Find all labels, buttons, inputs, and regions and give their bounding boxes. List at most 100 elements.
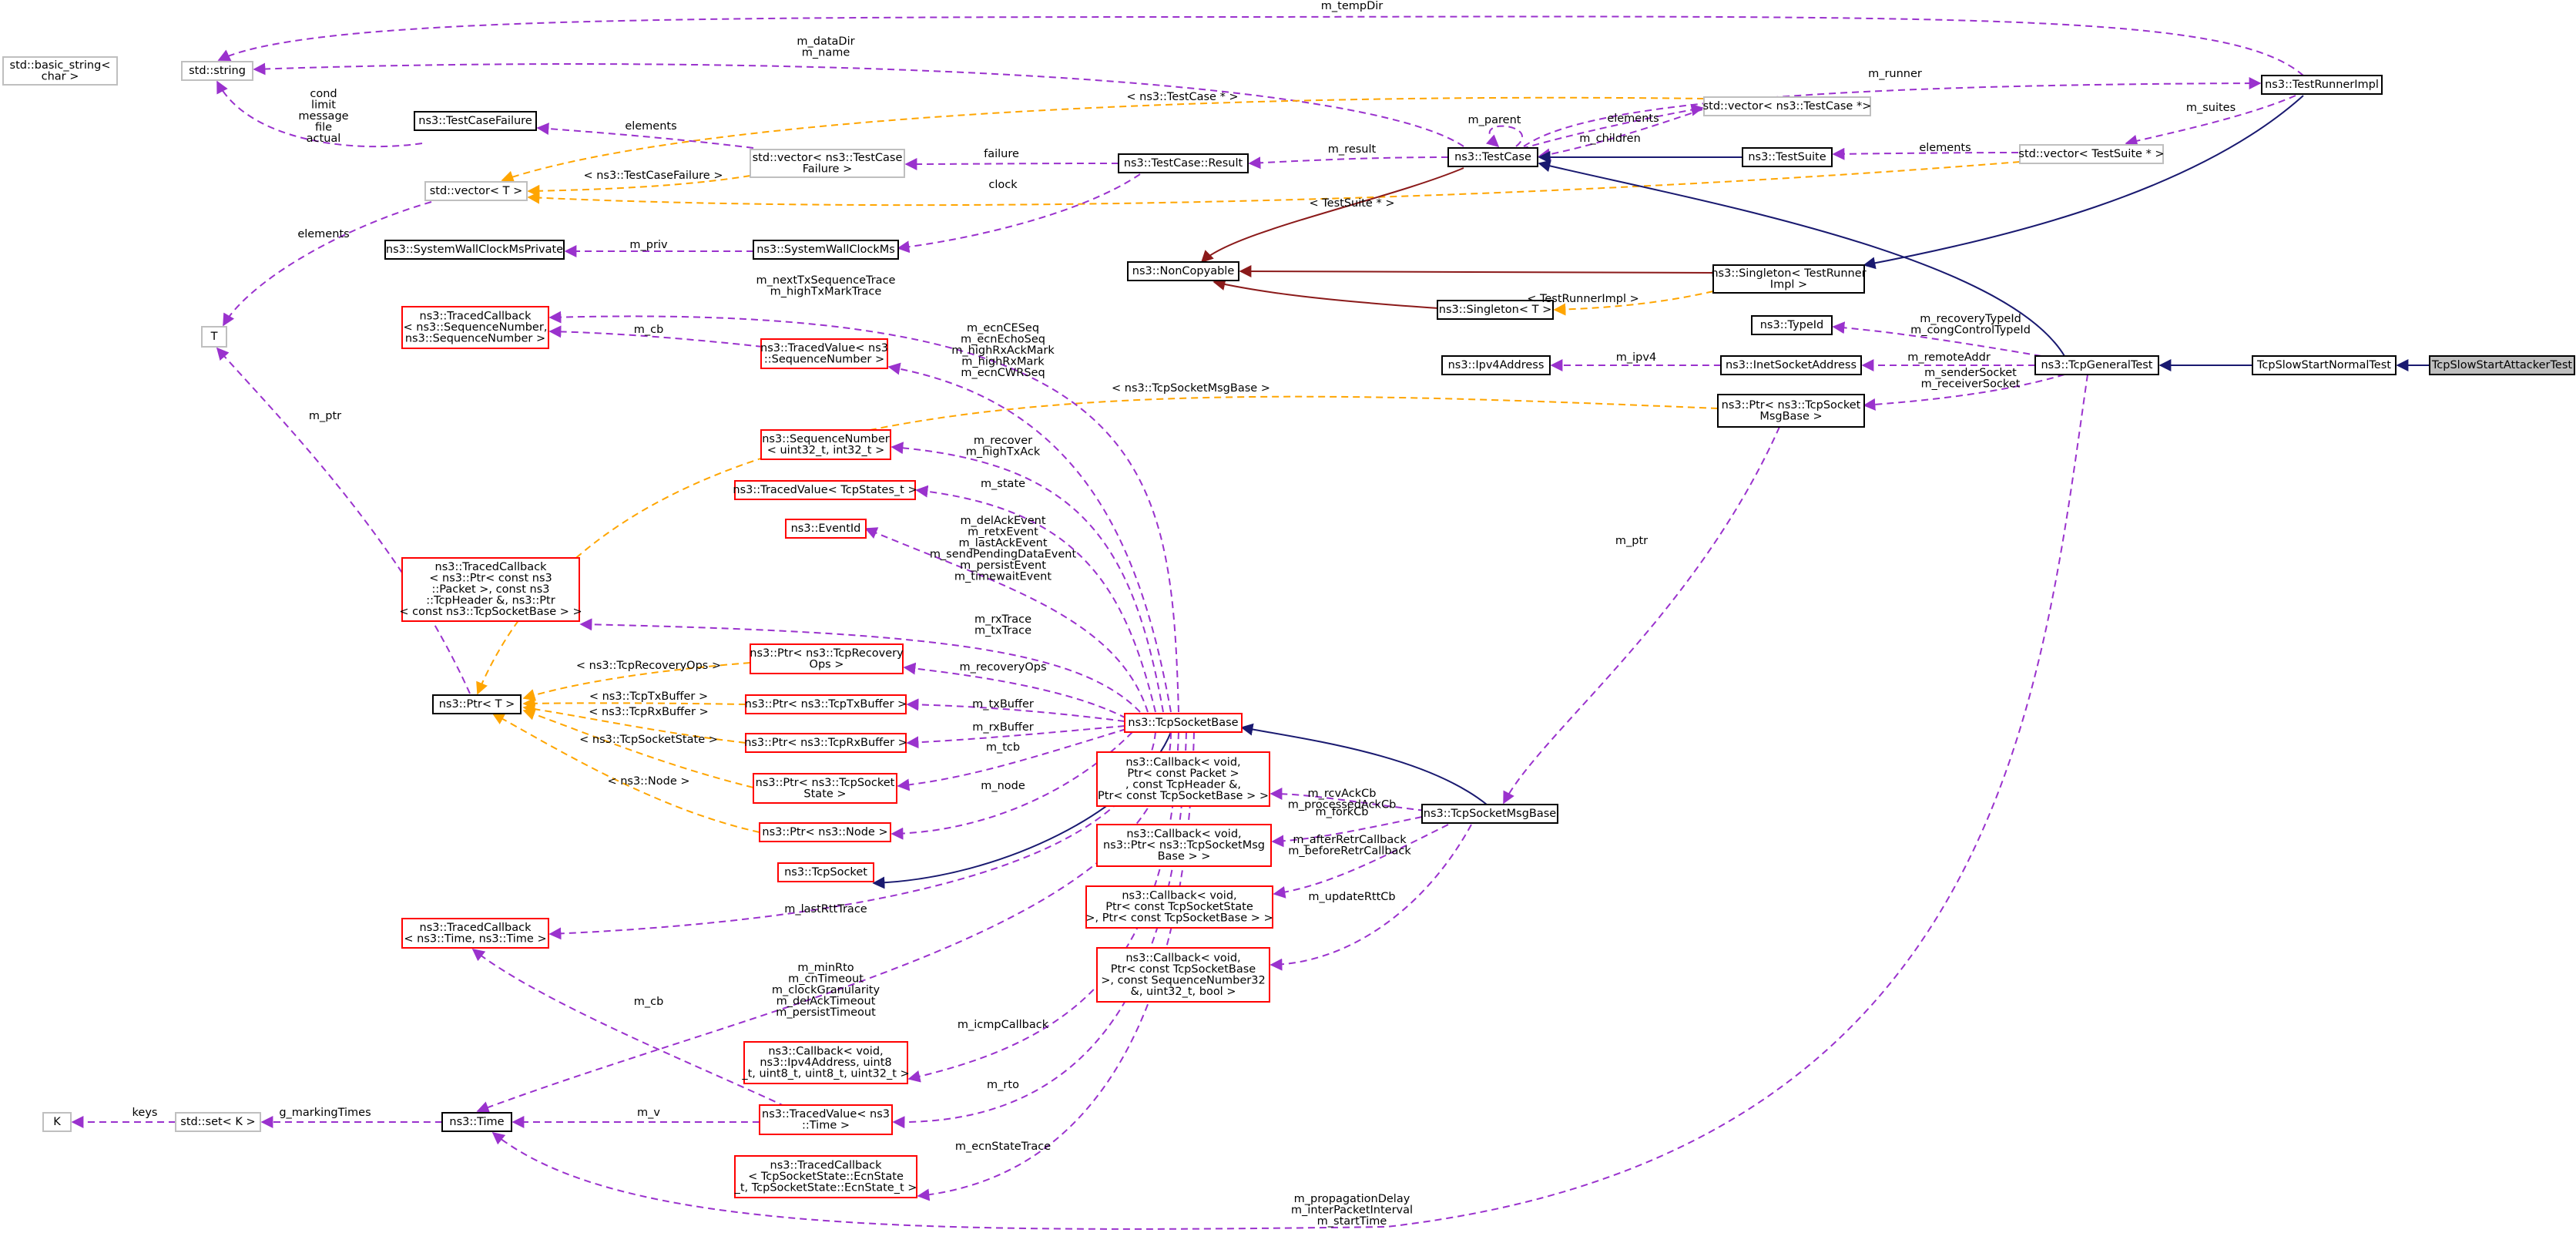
edge-label-line: m_result (1328, 143, 1377, 156)
node-ptr-txbuffer[interactable]: ns3::Ptr< ns3::TcpTxBuffer > (745, 694, 907, 714)
node-ptr-t[interactable]: ns3::Ptr< T > (432, 694, 522, 714)
node-vector-t[interactable]: std::vector< T > (424, 181, 528, 201)
edge-label-line: elements (625, 120, 676, 133)
edge-label-line: m_timewaitEvent (954, 571, 1052, 583)
node-ptr-node[interactable]: ns3::Ptr< ns3::Node > (759, 822, 891, 842)
node-traced-cb-ecn[interactable]: ns3::TracedCallback< TcpSocketState::Ecn… (734, 1155, 917, 1198)
node-label: ::SequenceNumber > (764, 353, 884, 365)
node-ptr-recovery[interactable]: ns3::Ptr< ns3::TcpRecoveryOps > (750, 643, 904, 674)
edge-label-line: m_nextTxSequenceTrace (756, 274, 896, 287)
edge-label-remote-addr: m_remoteAddr (1907, 351, 1991, 364)
edge-vector-t-elements (223, 201, 432, 327)
node-label: _t, uint8_t, uint8_t, uint32_t > (741, 1068, 909, 1080)
node-std-string[interactable]: std::string (181, 61, 253, 81)
edge-label-line: m_suites (2186, 102, 2236, 114)
edge-recovery-ops (903, 662, 1127, 719)
edge-result (1248, 156, 1449, 170)
node-typeid[interactable]: ns3::TypeId (1751, 315, 1833, 335)
node-swc-private[interactable]: ns3::SystemWallClockMsPrivate (384, 240, 565, 260)
edge-label-line: m_cnTimeout (788, 973, 864, 986)
node-vector-ts[interactable]: std::vector< TestSuite * > (2018, 144, 2165, 164)
node-cb-state[interactable]: ns3::Callback< void, Ptr< const TcpSocke… (1085, 885, 1273, 929)
edge-label-marking: g_markingTimes (279, 1107, 371, 1119)
edge-label-line: m_processedAckCb (1288, 799, 1397, 811)
node-basic-string[interactable]: std::basic_string<char > (2, 56, 118, 86)
edge-label-rxbuffer: m_rxBuffer (972, 721, 1034, 734)
node-test-case-failure[interactable]: ns3::TestCaseFailure (414, 111, 537, 131)
edge-label-line: m_sendPendingDataEvent (930, 549, 1077, 561)
node-normal-test[interactable]: TcpSlowStartNormalTest (2252, 355, 2397, 375)
node-label: ns3::TestCaseFailure (418, 115, 532, 127)
node-label: ns3::TcpSocketBase (1128, 717, 1238, 729)
edge-label-rto: m_rto (987, 1079, 1019, 1091)
edge-label-prop-delay: m_propagationDelaym_interPacketIntervalm… (1291, 1193, 1413, 1228)
edge-label-rxbuffer-tmpl: < ns3::TcpRxBuffer > (589, 706, 709, 718)
node-traced-val-states[interactable]: ns3::TracedValue< TcpStates_t > (733, 480, 917, 500)
edge-label-line: m_highTxMarkTrace (770, 286, 882, 298)
edge-rxbuffer (906, 725, 1125, 749)
node-ptr-state[interactable]: ns3::Ptr< ns3::TcpSocketState > (753, 773, 897, 804)
node-k[interactable]: K (42, 1112, 72, 1132)
edge-label-result: m_result (1328, 143, 1377, 156)
node-label: ns3::Callback< void, (1122, 890, 1236, 902)
edge-children (1538, 109, 1703, 161)
edge-label-line: m_rcvAckCb (1308, 788, 1377, 800)
node-singleton-runner[interactable]: ns3::Singleton< TestRunnerImpl > (1711, 264, 1867, 294)
edge-label-line: m_afterRetrCallback (1293, 834, 1407, 846)
edge-label-line: < ns3::TcpRxBuffer > (589, 706, 709, 718)
edge-testsuite-ptr (527, 161, 2021, 207)
node-singleton-t[interactable]: ns3::Singleton< T > (1437, 300, 1554, 320)
node-label: ns3::TestCase (1454, 151, 1531, 163)
edge-label-line: m_interPacketInterval (1291, 1204, 1413, 1217)
node-attacker-test[interactable]: TcpSlowStartAttackerTest (2429, 355, 2575, 375)
node-testsuite[interactable]: ns3::TestSuite (1742, 147, 1833, 167)
node-vector-tcf[interactable]: std::vector< ns3::TestCaseFailure > (750, 149, 905, 178)
node-traced-val-seq[interactable]: ns3::TracedValue< ns3::SequenceNumber > (760, 338, 888, 369)
node-traced-cb-pkt[interactable]: ns3::TracedCallback< ns3::Ptr< const ns3… (399, 557, 582, 622)
node-ptr-msgbase[interactable]: ns3::Ptr< ns3::TcpSocketMsgBase > (1717, 394, 1865, 428)
edge-txbuffer-tmpl (522, 697, 746, 710)
edge-prop-delay (491, 374, 2088, 1230)
node-time[interactable]: ns3::Time (441, 1112, 512, 1132)
node-t[interactable]: T (201, 326, 227, 348)
node-socketbase[interactable]: ns3::TcpSocketBase (1124, 713, 1243, 733)
edge-last-rtt (548, 731, 1156, 940)
node-label: Ptr< const Packet > (1127, 768, 1239, 780)
edge-tcb (897, 728, 1127, 791)
edge-label-line: actual (307, 133, 341, 145)
node-general-test[interactable]: ns3::TcpGeneralTest (2034, 355, 2159, 375)
node-cb-icmp[interactable]: ns3::Callback< void, ns3::Ipv4Address, u… (741, 1041, 910, 1084)
node-ipv4address[interactable]: ns3::Ipv4Address (1441, 355, 1551, 375)
edge-failure (904, 157, 1119, 170)
node-result[interactable]: ns3::TestCase::Result (1118, 153, 1249, 173)
node-vector-tc[interactable]: std::vector< ns3::TestCase *> (1703, 96, 1872, 116)
node-cb-seq[interactable]: ns3::Callback< void, Ptr< const TcpSocke… (1096, 947, 1270, 1003)
node-msgbase[interactable]: ns3::TcpSocketMsgBase (1421, 804, 1558, 824)
node-ptr-rxbuffer[interactable]: ns3::Ptr< ns3::TcpRxBuffer > (744, 733, 907, 753)
node-inet-socket[interactable]: ns3::InetSocketAddress (1720, 355, 1862, 375)
node-eventid[interactable]: ns3::EventId (785, 519, 867, 539)
node-set-k[interactable]: std::set< K > (175, 1112, 261, 1132)
node-cb-packet[interactable]: ns3::Callback< void, Ptr< const Packet >… (1096, 751, 1270, 807)
node-traced-cb-seq[interactable]: ns3::TracedCallback< ns3::SequenceNumber… (401, 306, 549, 349)
node-seqnum[interactable]: ns3::SequenceNumber< uint32_t, int32_t > (760, 429, 891, 460)
node-cb-ptr-msg[interactable]: ns3::Callback< void, ns3::Ptr< ns3::TcpS… (1096, 824, 1272, 867)
node-noncopyable[interactable]: ns3::NonCopyable (1127, 261, 1239, 281)
node-runner-impl[interactable]: ns3::TestRunnerImpl (2261, 75, 2383, 95)
node-testcase[interactable]: ns3::TestCase (1447, 147, 1538, 167)
edge-vector-tc-elements (1521, 103, 1704, 150)
node-traced-val-time[interactable]: ns3::TracedValue< ns3::Time > (759, 1104, 893, 1135)
edge-label-line: m_recoveryTypeId (1920, 313, 2021, 325)
node-label: >, Ptr< const TcpSocketBase > > (1085, 912, 1273, 925)
edge-label-line: m_rxTrace (974, 613, 1031, 626)
node-swc[interactable]: ns3::SystemWallClockMs (753, 240, 899, 260)
edge-label-line: g_markingTimes (279, 1107, 371, 1119)
edge-label-line: m_parent (1468, 114, 1521, 126)
node-label: ns3::Callback< void, (1126, 828, 1241, 841)
node-traced-cb-time[interactable]: ns3::TracedCallback< ns3::Time, ns3::Tim… (401, 918, 549, 949)
edge-label-line: m_ecnStateTrace (955, 1141, 1051, 1153)
edge-label-line: m_receiverSocket (1921, 378, 2021, 391)
node-tcpsocket[interactable]: ns3::TcpSocket (777, 862, 874, 882)
edge-label-line: message (298, 110, 348, 123)
